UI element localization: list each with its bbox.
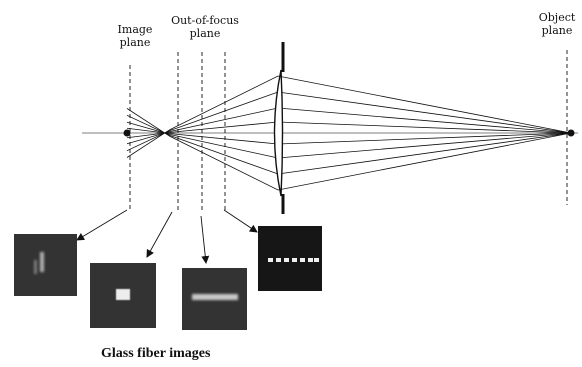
fiber-spot bbox=[292, 258, 297, 262]
lens bbox=[273, 69, 284, 197]
ray bbox=[126, 75, 572, 158]
fiber-spot bbox=[300, 258, 305, 262]
fiber-spot bbox=[314, 258, 319, 262]
caption: Glass fiber images bbox=[101, 346, 211, 361]
light-rays bbox=[126, 75, 572, 191]
arrow-to-image-1 bbox=[76, 209, 128, 241]
fiber-image-3 bbox=[182, 268, 247, 330]
arrow-to-image-3 bbox=[200, 215, 210, 264]
image-focal-point bbox=[123, 129, 131, 137]
arrow-to-image-2 bbox=[146, 211, 173, 258]
ray bbox=[126, 107, 572, 145]
fiber-image-2 bbox=[90, 263, 156, 328]
fiber-spot bbox=[268, 258, 273, 262]
fiber-image-4 bbox=[258, 226, 322, 291]
fiber-image-1 bbox=[14, 234, 77, 296]
ray bbox=[126, 127, 572, 145]
fiber-spot bbox=[276, 258, 281, 262]
arrow-to-image-4 bbox=[223, 209, 258, 233]
fiber-spot bbox=[308, 258, 313, 262]
ray bbox=[126, 115, 572, 175]
fiber-spot bbox=[284, 258, 289, 262]
object-point bbox=[567, 129, 575, 137]
ray bbox=[126, 91, 572, 151]
ray bbox=[126, 121, 572, 139]
ray bbox=[126, 121, 572, 159]
ray bbox=[126, 108, 572, 191]
